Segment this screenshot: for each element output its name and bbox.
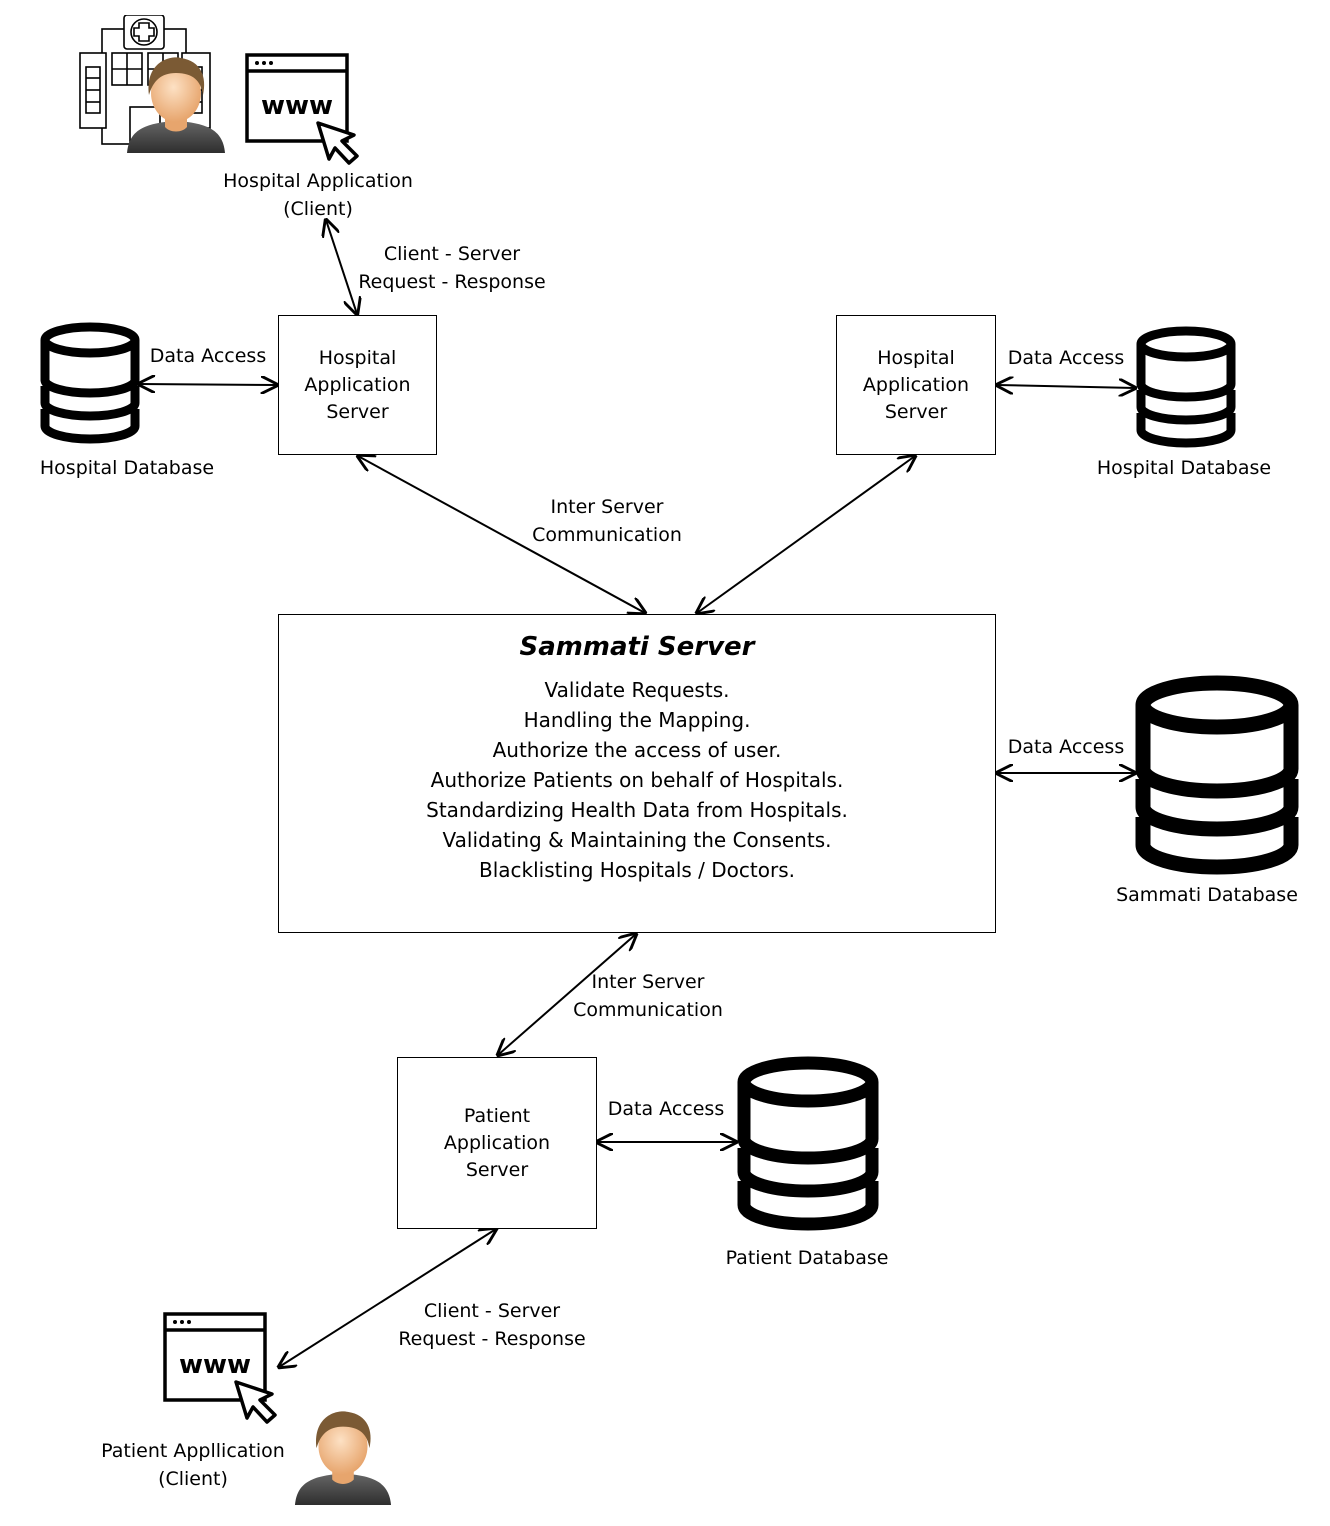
sammati-database-icon xyxy=(1135,675,1299,875)
patient-application-server: Patient Application Server xyxy=(397,1057,597,1229)
patient-www-text: www xyxy=(179,1350,251,1380)
inter-server-communication-bottom-label: Inter Server Communication xyxy=(573,971,723,1021)
responsibility-item: Validating & Maintaining the Consents. xyxy=(442,828,832,852)
patient-cursor-icon xyxy=(234,1380,277,1424)
arrow-patient-server-to-client xyxy=(279,1229,496,1367)
sammati-server-title: Sammati Server xyxy=(519,632,755,662)
arrow-right-hospital-server-to-db xyxy=(997,385,1135,388)
patient-database-icon xyxy=(737,1056,879,1231)
sammati-database-label: Sammati Database xyxy=(1116,884,1298,906)
hospital-database-left-icon xyxy=(40,322,140,444)
responsibility-item: Authorize the access of user. xyxy=(492,738,782,762)
responsibility-item: Authorize Patients on behalf of Hospital… xyxy=(430,768,844,792)
data-access-left-label: Data Access xyxy=(149,345,267,367)
inter-server-communication-top-label: Inter Server Communication xyxy=(532,496,682,546)
arrow-left-db-to-hospital-server xyxy=(139,384,277,385)
hospital-user-avatar-icon xyxy=(127,57,225,153)
patient-database-label: Patient Database xyxy=(725,1247,889,1269)
hospital-database-left-label: Hospital Database xyxy=(39,457,215,479)
data-access-sammati-label: Data Access xyxy=(1007,736,1125,758)
arrow-right-hospital-server-to-sammati xyxy=(697,456,915,613)
hospital-application-server-left: Hospital Application Server xyxy=(278,315,437,455)
hospital-web-browser-icon: www xyxy=(245,53,359,165)
responsibility-item: Blacklisting Hospitals / Doctors. xyxy=(479,858,795,882)
patient-user-avatar-icon xyxy=(294,1411,392,1506)
hospital-client-link-label: Client - Server Request - Response xyxy=(358,243,546,293)
sammati-server-box: Sammati Server Validate Requests. Handli… xyxy=(278,614,996,933)
patient-client-link-label: Client - Server Request - Response xyxy=(398,1300,586,1350)
responsibility-item: Standardizing Health Data from Hospitals… xyxy=(426,798,848,822)
hospital-www-text: www xyxy=(261,91,333,121)
arrow-left-hospital-server-to-sammati xyxy=(358,456,645,613)
patient-client-label: Patient Appllication (Client) xyxy=(101,1440,285,1490)
data-access-patient-label: Data Access xyxy=(607,1098,725,1120)
sammati-server-responsibilities: Validate Requests. Handling the Mapping.… xyxy=(279,675,995,885)
hospital-cursor-icon xyxy=(316,121,359,165)
hospital-database-right-label: Hospital Database xyxy=(1096,457,1272,479)
arrow-sammati-to-patient-server xyxy=(498,934,636,1055)
responsibility-item: Validate Requests. xyxy=(544,678,730,702)
data-access-right-label: Data Access xyxy=(1007,347,1125,369)
hospital-database-right-icon xyxy=(1136,326,1236,448)
patient-web-browser-icon: www xyxy=(163,1312,277,1424)
hospital-application-server-right: Hospital Application Server xyxy=(836,315,996,455)
hospital-client-label: Hospital Application (Client) xyxy=(223,170,413,220)
arrow-hospital-client-to-server xyxy=(326,220,357,314)
responsibility-item: Handling the Mapping. xyxy=(523,708,751,732)
